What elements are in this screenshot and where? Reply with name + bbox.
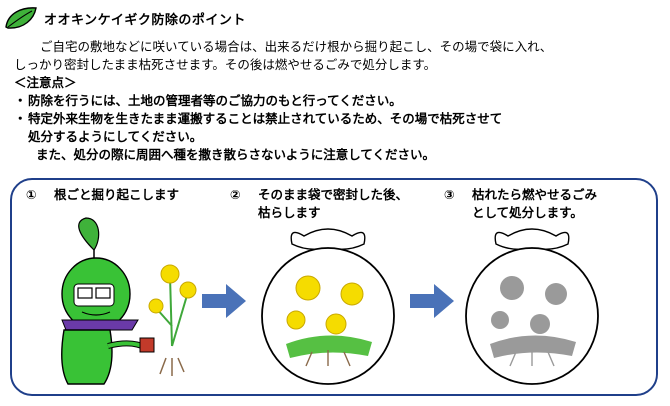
step-text: 枯れたら燃やせるごみ bbox=[472, 187, 598, 202]
note-item-1: ・ 防除を行うには、土地の管理者等のご協力のもと行ってください。 bbox=[14, 92, 666, 110]
step-text: そのまま袋で密封した後、 bbox=[258, 187, 409, 202]
note-item-3: また、処分の際に周囲へ種を撒き散らさないように注意してください。 bbox=[36, 147, 436, 162]
step-number: ① bbox=[26, 187, 37, 202]
note-text: 特定外来生物を生きたまま運搬することは禁止されているため、その場で枯死させて bbox=[28, 111, 503, 126]
step-number: ② bbox=[230, 187, 241, 202]
steps-panel: ① 根ごと掘り起こします ② そのまま袋で密封した後、 枯らします ③ 枯れたら燃やせ… bbox=[10, 178, 658, 396]
bag-knot bbox=[290, 228, 366, 251]
bullet: ・ bbox=[14, 111, 27, 126]
withered-plant bbox=[490, 276, 576, 367]
step-1: ① 根ごと掘り起こします bbox=[26, 186, 179, 204]
withered-bag-illustration bbox=[465, 228, 599, 385]
intro-line-1: ご自宅の敷地などに咲いている場合は、出来るだけ根から掘り起こし、その場で袋に入れ… bbox=[40, 39, 553, 54]
step-number: ③ bbox=[444, 187, 455, 202]
leaf-icon bbox=[5, 7, 37, 29]
title-row: オオキンケイギク防除のポイント bbox=[4, 4, 246, 32]
step-3: ③ 枯れたら燃やせるごみ として処分します。 bbox=[444, 186, 597, 222]
step-text-2: として処分します。 bbox=[472, 205, 583, 220]
mascot-illustration bbox=[61, 217, 197, 385]
arrow-right-icon bbox=[202, 284, 246, 318]
note-text: 防除を行うには、土地の管理者等のご協力のもと行ってください。 bbox=[28, 93, 402, 108]
flower-group bbox=[148, 264, 197, 376]
page-title: オオキンケイギク防除のポイント bbox=[44, 12, 246, 28]
step-text-2: 枯らします bbox=[258, 205, 321, 220]
step-2: ② そのまま袋で密封した後、 枯らします bbox=[230, 186, 408, 222]
bullet: ・ bbox=[14, 93, 27, 108]
flower-group bbox=[286, 275, 372, 367]
sprout-leaf bbox=[78, 217, 100, 251]
step-text: 根ごと掘り起こします bbox=[54, 187, 180, 202]
intro-text: ご自宅の敷地などに咲いている場合は、出来るだけ根から掘り起こし、その場で袋に入れ… bbox=[14, 38, 664, 74]
sealed-bag-illustration bbox=[261, 228, 395, 385]
notes-section: ＜注意点＞ ・ 防除を行うには、土地の管理者等のご協力のもと行ってください。 ・… bbox=[14, 74, 666, 164]
note-item-2-cont: 処分するようにしてください。 bbox=[28, 129, 203, 144]
notes-heading: ＜注意点＞ bbox=[14, 75, 77, 90]
bag-knot bbox=[494, 228, 570, 251]
note-item-2: ・ 特定外来生物を生きたまま運搬することは禁止されているため、その場で枯死させて bbox=[14, 110, 666, 128]
intro-line-2: しっかり密封したまま枯死させます。その後は燃やせるごみで処分します。 bbox=[14, 57, 437, 72]
arrow-right-icon bbox=[410, 284, 454, 318]
